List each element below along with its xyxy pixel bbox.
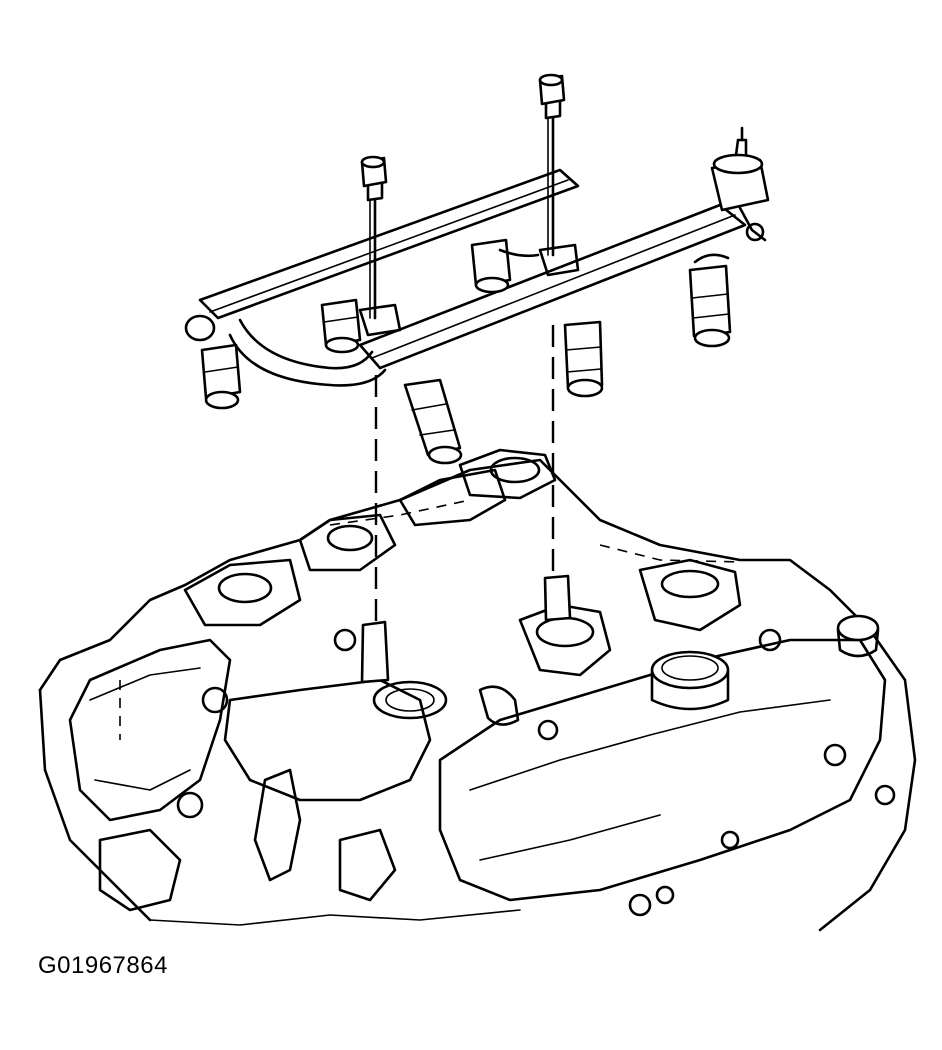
- injector-rear-2: [320, 298, 362, 354]
- fuel-rail-injector-installation-diagram: [38, 73, 917, 932]
- injector-front-2: [563, 320, 604, 398]
- engine-block: [38, 448, 917, 932]
- injector-front-1: [403, 378, 463, 465]
- injector-rear-3: [470, 238, 540, 294]
- mounting-bolt-right: [538, 73, 566, 257]
- injector-front-3: [688, 253, 732, 348]
- fuel-rail-assembly: [184, 126, 770, 465]
- mounting-bolt-left: [360, 155, 388, 320]
- figure-id-label: G01967864: [38, 952, 168, 979]
- injector-rear-1: [200, 343, 242, 410]
